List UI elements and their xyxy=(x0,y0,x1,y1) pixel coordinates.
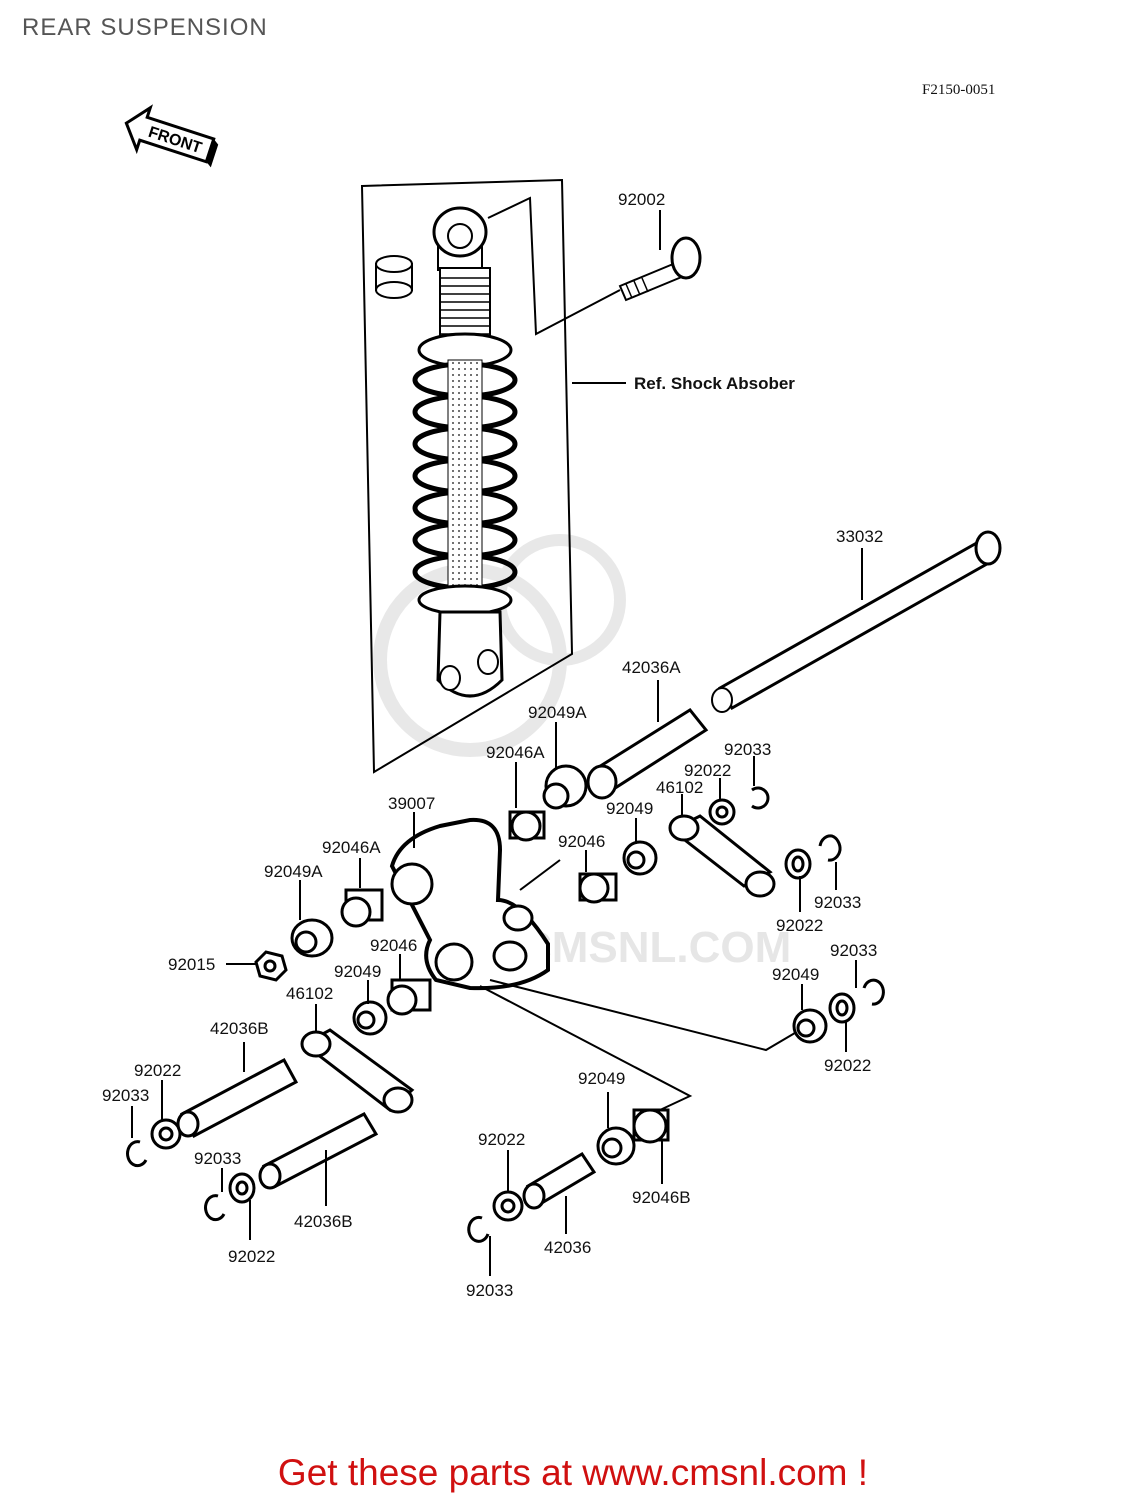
part-label: 92033 xyxy=(194,1149,241,1168)
part-label: 92033 xyxy=(724,740,771,759)
front-arrow-icon: FRONT xyxy=(124,104,219,168)
part-label: 42036B xyxy=(210,1019,269,1038)
rear-suspension-diagram: CMSNL.COM FRONT xyxy=(102,104,1002,1300)
part-label: 92033 xyxy=(466,1281,513,1300)
part-label: 92022 xyxy=(824,1056,871,1075)
rocker-arm-39007 xyxy=(389,812,801,1111)
part-label: 92022 xyxy=(134,1061,181,1080)
part-label: 33032 xyxy=(836,527,883,546)
shock-box xyxy=(360,178,574,774)
part-label: 42036A xyxy=(622,658,681,677)
part-label: 92022 xyxy=(684,761,731,780)
part-label: 92022 xyxy=(776,916,823,935)
part-label: 92046B xyxy=(632,1188,691,1207)
part-label: 92033 xyxy=(102,1086,149,1105)
watermark-text: CMSNL.COM xyxy=(520,923,791,972)
part-label: 92002 xyxy=(618,190,665,209)
part-label: 92049 xyxy=(606,799,653,818)
part-label: 92046 xyxy=(558,832,605,851)
part-label: 92049 xyxy=(578,1069,625,1088)
page-title: REAR SUSPENSION xyxy=(22,14,268,41)
part-label: 46102 xyxy=(286,984,333,1003)
part-label: 92046 xyxy=(370,936,417,955)
link-rod-46102-right xyxy=(668,814,776,898)
part-label: 42036B xyxy=(294,1212,353,1231)
part-labels: 92002 33032 42036A 92049A 92046A 92033 9… xyxy=(102,190,883,1300)
link-rod-46102-left xyxy=(300,1028,415,1114)
part-label: 46102 xyxy=(656,778,703,797)
bolt-92002 xyxy=(618,236,702,302)
pins-42036 xyxy=(176,1057,597,1210)
shock-absorber xyxy=(412,206,518,698)
axle-33032 xyxy=(711,530,1002,713)
bushing xyxy=(375,255,413,299)
footer-link[interactable]: Get these parts at www.cmsnl.com ! xyxy=(277,1452,869,1493)
label-leaders xyxy=(131,722,857,1276)
sleeve-42036A xyxy=(586,680,709,800)
part-label: 92049A xyxy=(528,703,587,722)
part-label: 92046A xyxy=(322,838,381,857)
ref-shock-label: Ref. Shock Absober xyxy=(634,374,795,393)
part-label: 92049A xyxy=(264,862,323,881)
part-label: 92046A xyxy=(486,743,545,762)
part-label: 92033 xyxy=(830,941,877,960)
diagram-code: F2150-0051 xyxy=(922,82,996,98)
bearings xyxy=(150,764,856,1222)
part-label: 92015 xyxy=(168,955,215,974)
part-label: 42036 xyxy=(544,1238,591,1257)
part-label: 92022 xyxy=(478,1130,525,1149)
circlips-92033 xyxy=(126,786,885,1243)
part-label: 39007 xyxy=(388,794,435,813)
part-label: 92049 xyxy=(334,962,381,981)
leader-lines xyxy=(487,196,661,384)
part-label: 92022 xyxy=(228,1247,275,1266)
part-label: 92033 xyxy=(814,893,861,912)
part-label: 92049 xyxy=(772,965,819,984)
